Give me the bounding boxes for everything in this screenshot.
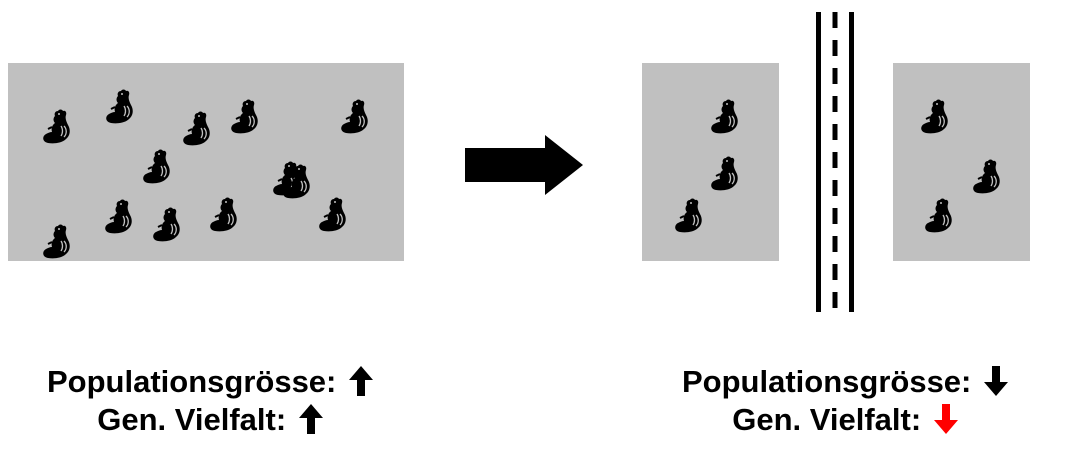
squirrel-icon: [280, 163, 316, 201]
squirrel-icon: [672, 197, 708, 235]
squirrel-icon: [207, 196, 243, 234]
squirrel-icon: [228, 98, 264, 136]
squirrel-icon: [708, 98, 744, 136]
arrow-up-icon: [298, 404, 323, 434]
squirrel-icon: [40, 108, 76, 146]
population-size-row: Populationsgrösse:: [610, 363, 1068, 401]
squirrel-icon: [708, 155, 744, 193]
squirrel-icon: [150, 206, 186, 244]
caption-before: Populationsgrösse: Gen. Vielfalt:: [0, 363, 445, 439]
squirrel-icon: [180, 110, 216, 148]
squirrel-icon: [40, 223, 76, 261]
squirrel-icon: [316, 196, 352, 234]
right-arrow-icon: [465, 135, 583, 195]
squirrel-icon: [922, 197, 958, 235]
population-size-row: Populationsgrösse:: [0, 363, 445, 401]
road-icon: [812, 12, 858, 312]
population-size-label: Populationsgrösse:: [682, 364, 972, 399]
genetic-diversity-row: Gen. Vielfalt:: [0, 401, 445, 439]
squirrel-icon: [970, 158, 1006, 196]
arrow-up-icon: [349, 366, 373, 396]
squirrel-icon: [140, 148, 176, 186]
arrow-down-icon: [984, 366, 1008, 396]
habitat-fragment-right: [893, 63, 1030, 261]
squirrel-icon: [338, 98, 374, 136]
squirrel-icon: [102, 198, 138, 236]
population-size-label: Populationsgrösse:: [47, 364, 337, 399]
caption-after: Populationsgrösse: Gen. Vielfalt:: [610, 363, 1068, 439]
genetic-diversity-label: Gen. Vielfalt:: [97, 402, 287, 437]
habitat-fragment-left: [642, 63, 779, 261]
genetic-diversity-label: Gen. Vielfalt:: [732, 402, 922, 437]
squirrel-icon: [918, 98, 954, 136]
squirrel-icon: [103, 88, 139, 126]
genetic-diversity-row: Gen. Vielfalt:: [610, 401, 1068, 439]
arrow-down-icon: [933, 404, 958, 434]
